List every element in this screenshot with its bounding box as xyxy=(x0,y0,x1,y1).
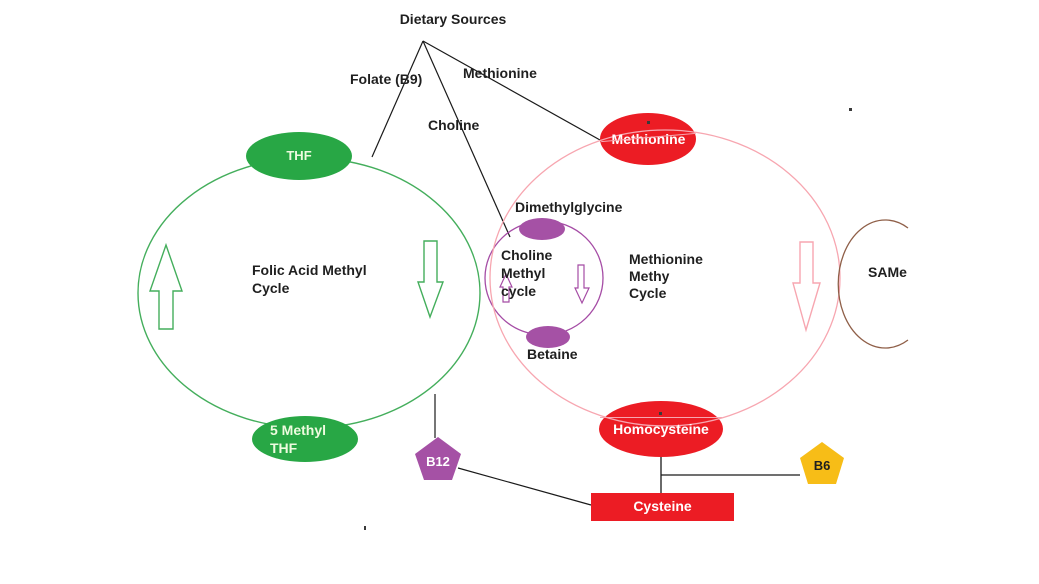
five-methyl-thf-label: 5 Methyl THF xyxy=(270,422,327,456)
methionine-node-label: Methionine xyxy=(611,131,686,147)
speck-bottom-left xyxy=(364,526,366,530)
betaine-node xyxy=(526,326,570,348)
thf-label: THF xyxy=(286,148,312,163)
methionine-down-arrow xyxy=(792,241,821,333)
cysteine-label: Cysteine xyxy=(633,498,692,514)
line-dietary-methionine xyxy=(422,40,601,141)
homocysteine-node xyxy=(599,401,723,457)
choline-cycle-label: Choline Methyl cycle xyxy=(501,247,553,299)
pink-arc-over-homocysteine xyxy=(600,417,722,418)
folate-branch-label: Folate (B9) xyxy=(350,71,423,87)
folic-cycle-label: Folic Acid Methyl Cycle xyxy=(252,262,367,296)
cysteine-box xyxy=(591,493,734,521)
speck-homocysteine xyxy=(659,412,662,415)
b6-label: B6 xyxy=(813,458,831,473)
b12-pentagon xyxy=(415,437,461,480)
line-dietary-folate xyxy=(371,40,424,158)
speck-top-right xyxy=(849,108,852,111)
dimethylglycine-label: Dimethylglycine xyxy=(515,199,623,215)
choline-down-arrow xyxy=(574,264,590,305)
same-label: SAMe xyxy=(868,264,907,280)
methionine-cycle-label: Methionine Methy Cycle xyxy=(629,251,703,301)
choline-branch-label: Choline xyxy=(428,117,480,133)
folic-up-arrow xyxy=(149,242,183,330)
folic-down-arrow xyxy=(417,240,445,320)
line-b12-to-cysteine xyxy=(457,467,592,506)
homocysteine-node-label: Homocysteine xyxy=(613,421,709,437)
five-methyl-thf-node xyxy=(252,416,358,462)
choline-up-arrow xyxy=(499,272,513,303)
b12-label: B12 xyxy=(426,454,450,469)
methionine-node xyxy=(600,113,696,165)
dimethylglycine-node xyxy=(519,218,565,240)
methionine-branch-label: Methionine xyxy=(463,65,537,81)
line-dietary-choline xyxy=(422,40,511,238)
methionine-cycle-circle xyxy=(489,129,841,427)
dietary-sources-label: Dietary Sources xyxy=(399,11,507,27)
betaine-label: Betaine xyxy=(527,346,578,362)
thf-node xyxy=(246,132,352,180)
same-circle xyxy=(837,219,909,349)
b6-pentagon xyxy=(800,442,844,484)
speck-methionine xyxy=(647,121,650,124)
